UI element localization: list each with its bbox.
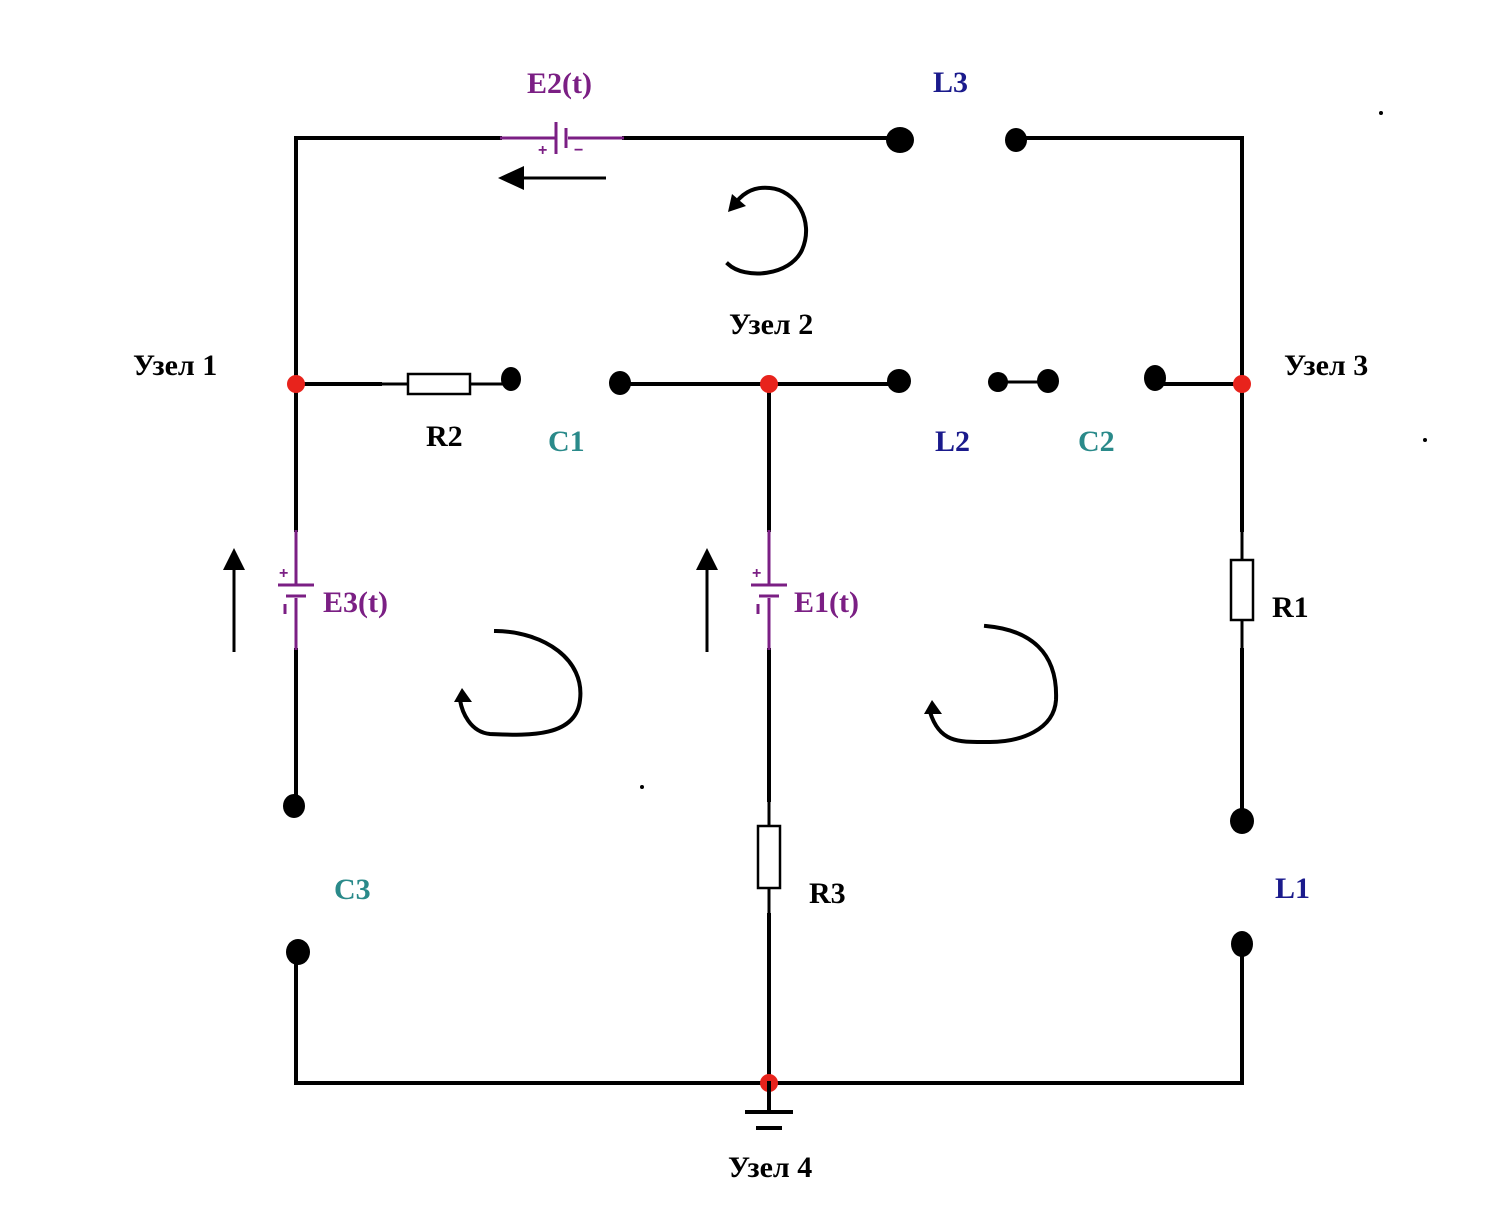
node-1-dot [287, 375, 305, 393]
terminal-c3-top [283, 794, 305, 818]
label-e1: E1(t) [794, 586, 859, 619]
resistor-r2 [406, 372, 472, 396]
terminal-c1-right [609, 371, 631, 395]
terminal-c1-left [501, 367, 521, 391]
arrow-up-icon [696, 548, 718, 652]
terminal-l1-top [1230, 808, 1254, 834]
label-c1: C1 [548, 425, 585, 458]
resistor-r1 [1229, 558, 1255, 622]
arrow-left-icon [498, 166, 606, 190]
e1-plus: + [752, 565, 761, 582]
label-l1: L1 [1275, 872, 1310, 905]
arrow-up-icon [223, 548, 245, 652]
node-3-dot [1233, 375, 1251, 393]
source-e2: + − [500, 122, 624, 159]
stray-dot [1379, 111, 1383, 115]
terminal-c3-bottom [286, 939, 310, 965]
stray-dot [640, 785, 644, 789]
resistor-r3 [756, 824, 782, 890]
e3-plus: + [279, 565, 288, 582]
label-node-2: Узел 2 [729, 308, 813, 341]
stray-dot [1423, 438, 1427, 442]
label-e3: E3(t) [323, 586, 388, 619]
source-e3: + [278, 530, 314, 650]
label-node-1: Узел 1 [133, 349, 217, 382]
loop-arrow-top-icon [725, 185, 809, 276]
ground-symbol [745, 1081, 793, 1130]
label-r2: R2 [426, 420, 463, 453]
label-l2: L2 [935, 425, 970, 458]
node-2-dot [760, 375, 778, 393]
terminal-c2-right [1144, 365, 1166, 391]
label-r1: R1 [1272, 591, 1309, 624]
terminal-l3-left [886, 127, 914, 153]
label-node-3: Узел 3 [1284, 349, 1368, 382]
label-c2: C2 [1078, 425, 1115, 458]
loop-arrow-right-icon [924, 623, 1059, 745]
wire-top-right [1016, 136, 1244, 532]
label-node-4: Узел 4 [728, 1151, 812, 1184]
label-e2: E2(t) [527, 67, 592, 100]
label-l3: L3 [933, 66, 968, 99]
terminal-l2-left [887, 369, 911, 393]
e2-minus: − [574, 142, 583, 159]
terminal-l1-bottom [1231, 931, 1253, 957]
terminal-c2-left [1037, 369, 1059, 393]
e2-plus: + [538, 142, 547, 159]
label-c3: C3 [334, 873, 371, 906]
source-e1: + [751, 530, 787, 650]
terminal-l3-right [1005, 128, 1027, 152]
loop-arrow-left-icon [454, 628, 583, 737]
label-r3: R3 [809, 877, 846, 910]
terminal-l2-right [988, 372, 1008, 392]
